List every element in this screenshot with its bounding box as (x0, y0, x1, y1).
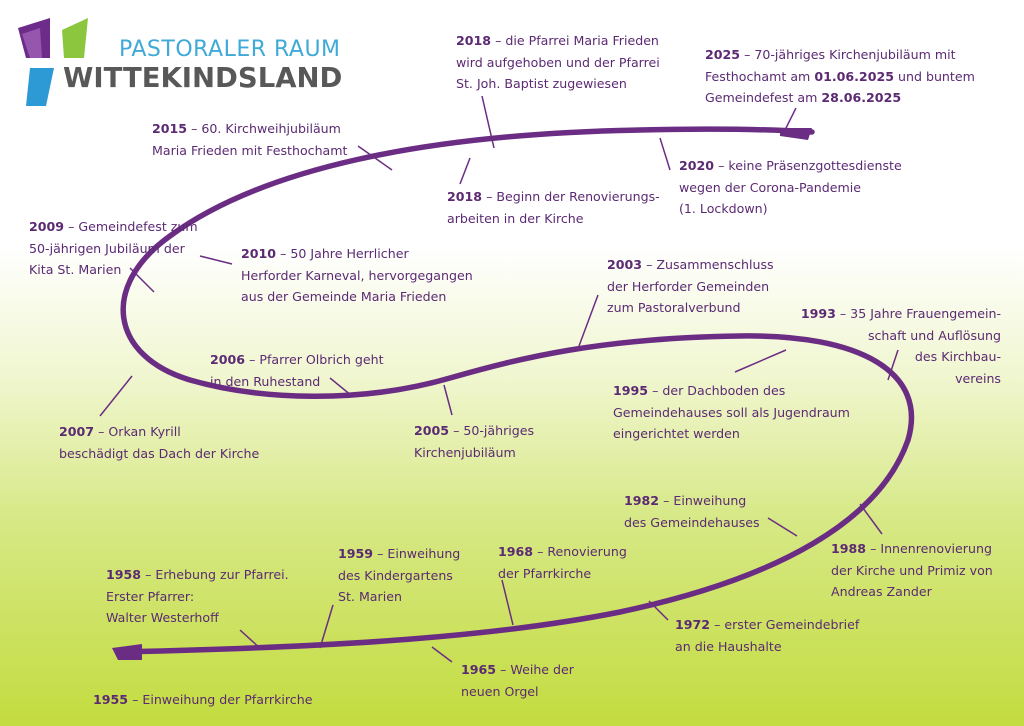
connector-1965 (431, 646, 453, 663)
timeline-start-taper (112, 644, 142, 660)
logo-line2: WITTEKINDSLAND (63, 62, 343, 94)
logo-icon (18, 18, 88, 106)
connector-2009 (129, 267, 155, 293)
connector-2010 (199, 255, 233, 265)
logo-shape-green (62, 18, 88, 58)
connector-1982 (767, 517, 798, 537)
event-1958: 1958 – Erhebung zur Pfarrei.Erster Pfarr… (106, 567, 289, 625)
event-2018-renovierung: 2018 – Beginn der Renovierungs-arbeiten … (447, 189, 660, 226)
connector-1959 (319, 604, 334, 649)
connector-1988 (859, 503, 883, 535)
timeline-end-taper (780, 128, 812, 140)
connector-2006 (329, 377, 353, 397)
connector-1958 (239, 629, 263, 651)
logo-line1: PASTORALER RAUM (119, 37, 341, 62)
connector-1995 (734, 349, 787, 373)
connector-2007 (99, 375, 133, 417)
connector-2018a (481, 95, 495, 149)
connector-2015 (357, 145, 393, 171)
connector-2020 (659, 137, 671, 171)
connector-2025 (783, 107, 797, 133)
connector-2005 (443, 384, 453, 416)
connector-1972 (648, 600, 669, 621)
connector-2018b (459, 157, 471, 185)
connector-2003 (578, 294, 599, 347)
timeline-spiral (115, 126, 915, 655)
logo-shape-blue (26, 68, 54, 106)
logo-shape-purple-light (22, 28, 42, 58)
connector-1968 (501, 579, 514, 626)
event-1955: 1955 – Einweihung der Pfarrkirche (93, 692, 313, 707)
connector-1993 (887, 349, 899, 381)
event-1993: 1993 – 35 Jahre Frauengemein-schaft und … (800, 306, 1001, 386)
